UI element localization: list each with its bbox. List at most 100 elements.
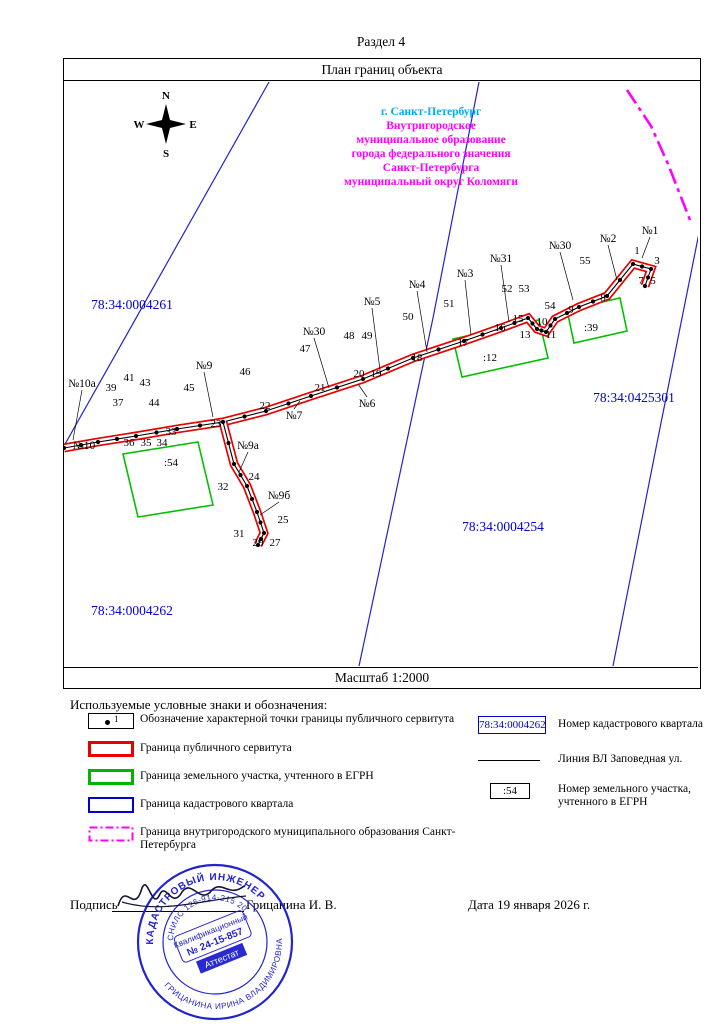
parcel-boundary bbox=[122, 441, 214, 518]
stamp-attestat-band bbox=[195, 942, 248, 974]
boundary-point-dot bbox=[576, 304, 582, 310]
stamp-inner-ring bbox=[162, 889, 268, 995]
compass-star bbox=[146, 104, 186, 144]
boundary-point-dot bbox=[436, 347, 441, 352]
point-number: 52 bbox=[502, 283, 513, 295]
cadastral-quarter-number: 78:34:0425301 bbox=[593, 390, 675, 405]
legend-symbol-parcel-boundary bbox=[88, 769, 134, 785]
point-number: 50 bbox=[403, 311, 415, 323]
point-number: 11 bbox=[546, 329, 557, 341]
pole-leader-line bbox=[371, 307, 381, 371]
point-number: 3 bbox=[654, 255, 660, 267]
boundary-point-dot bbox=[197, 423, 203, 428]
point-number: 13 bbox=[520, 329, 532, 341]
point-number: 8 bbox=[600, 292, 606, 304]
boundary-point-dot bbox=[174, 426, 180, 432]
point-number: 32 bbox=[218, 481, 229, 493]
point-number: 55 bbox=[580, 255, 592, 267]
point-number: 44 bbox=[149, 397, 161, 409]
engineer-name: Грицанина И. В. bbox=[246, 897, 337, 912]
point-number: 31 bbox=[234, 528, 245, 540]
point-number: 24 bbox=[249, 471, 261, 483]
boundary-point-dot bbox=[133, 433, 139, 439]
point-number: 37 bbox=[113, 397, 125, 409]
cadastral-quarter-number: 78:34:0004261 bbox=[91, 297, 173, 312]
handwritten-signature bbox=[117, 884, 247, 908]
legend-label-parcel-number: Номер земельного участка, учтенного в ЕГ… bbox=[558, 783, 691, 808]
point-number: 16 bbox=[495, 322, 507, 334]
boundary-point-dot bbox=[249, 496, 255, 502]
boundary-point-dot bbox=[154, 430, 159, 435]
point-number: 34 bbox=[157, 437, 169, 449]
map-scale: Масштаб 1:2000 bbox=[334, 670, 430, 685]
pole-leader-line bbox=[464, 279, 472, 336]
boundary-point-dot bbox=[639, 264, 645, 269]
pole-label: №9 bbox=[196, 360, 213, 372]
point-number: 7 bbox=[638, 275, 644, 287]
pole-label: №1 bbox=[642, 225, 659, 237]
engineer-stamp: КАДАСТРОВЫЙ ИНЖЕНЕР ГРИЦАНИНА ИРИНА ВЛАД… bbox=[128, 860, 302, 1024]
boundary-point-dot bbox=[461, 338, 467, 344]
point-number: 48 bbox=[344, 330, 356, 342]
power-line-centerline bbox=[64, 263, 652, 449]
pole-label: №2 bbox=[600, 233, 617, 245]
boundary-point-dot bbox=[630, 261, 636, 267]
boundary-point-dot bbox=[543, 329, 549, 335]
boundary-point-dot bbox=[410, 355, 416, 361]
point-number: 39 bbox=[106, 382, 118, 394]
boundary-point-dot bbox=[258, 520, 263, 525]
servitude-boundary-outer bbox=[64, 258, 657, 453]
legend-symbol-power-line bbox=[478, 760, 540, 761]
pole-leader-line bbox=[259, 501, 280, 516]
pole-label: №30 bbox=[549, 240, 572, 252]
boundary-point-dot bbox=[525, 315, 531, 321]
legend-symbol-quarter-boundary bbox=[88, 797, 134, 813]
document-date: Дата 19 января 2026 г. bbox=[468, 897, 591, 912]
legend-label-quarter-number: Номер кадастрового квартала bbox=[558, 718, 704, 730]
point-number: 36 bbox=[124, 437, 136, 449]
pole-label: №7 bbox=[286, 410, 303, 422]
legend-label-power-line: Линия ВЛ Заповедная ул. bbox=[558, 753, 683, 765]
point-number: 18 bbox=[412, 352, 424, 364]
plan-header: План границ объекта bbox=[64, 59, 700, 81]
legend-label-boundary-point: Обозначение характерной точки границы пу… bbox=[140, 713, 455, 725]
boundary-point-dot bbox=[334, 385, 340, 390]
boundary-point-dot bbox=[95, 439, 101, 445]
boundary-point-dot bbox=[385, 366, 391, 371]
boundary-point-dot bbox=[242, 414, 247, 419]
point-number: 46 bbox=[240, 366, 252, 378]
pole-label: №10а bbox=[68, 378, 96, 390]
parcel-number: :12 bbox=[483, 352, 497, 364]
point-number: 54 bbox=[545, 300, 557, 312]
point-dot-number: 1 bbox=[114, 714, 119, 724]
boundary-plan-map: N W E S :54:12:39№1№2№30№31№3№4№5№30№6№7… bbox=[64, 81, 698, 667]
cadastral-quarter-number: 78:34:0004262 bbox=[91, 603, 173, 618]
boundary-point-dot bbox=[552, 316, 558, 322]
parcel-number: :54 bbox=[164, 457, 179, 469]
pole-leader-line bbox=[313, 337, 330, 389]
legend-symbol-parcel-number: :54 bbox=[490, 783, 530, 799]
boundary-point-dot bbox=[534, 326, 540, 332]
pole-label: №9б bbox=[268, 490, 291, 502]
point-number: 22 bbox=[260, 400, 271, 412]
pole-leader-line bbox=[500, 264, 510, 323]
boundary-point-dot bbox=[590, 299, 596, 304]
boundary-point-dot bbox=[604, 293, 610, 299]
boundary-point-dot bbox=[480, 332, 485, 337]
legend-label-quarter-boundary: Граница кадастрового квартала bbox=[140, 798, 294, 810]
boundary-point-dot bbox=[360, 376, 366, 382]
point-number: 49 bbox=[362, 330, 374, 342]
pole-leader-line bbox=[607, 244, 618, 281]
stamp-outer-ring bbox=[136, 863, 294, 1021]
legend-symbol-quarter-number: 78:34:0004262 bbox=[478, 716, 546, 734]
point-number: 21 bbox=[315, 382, 326, 394]
municipality-name-line: Санкт-Петербурга bbox=[383, 162, 480, 174]
boundary-point-dot bbox=[648, 266, 654, 272]
cadastral-quarter-number: 78:34:0004254 bbox=[462, 519, 544, 534]
signature-line bbox=[112, 911, 244, 912]
boundary-point-dot bbox=[78, 442, 84, 448]
legend-symbol-servitude-boundary bbox=[88, 741, 134, 757]
servitude-boundary-inner bbox=[64, 260, 655, 451]
boundary-point-dot bbox=[512, 320, 517, 326]
